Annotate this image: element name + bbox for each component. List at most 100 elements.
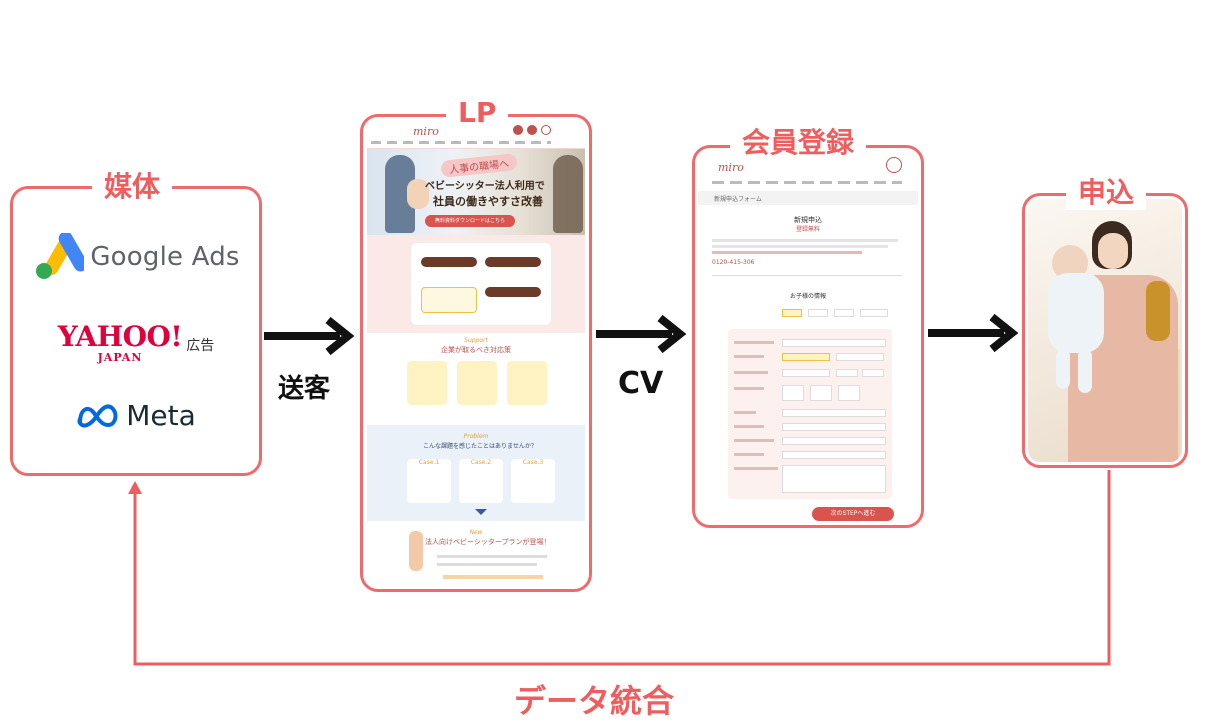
reg-form-panel bbox=[728, 329, 892, 499]
meta-text: Meta bbox=[126, 399, 196, 432]
lp-support-card bbox=[407, 361, 447, 405]
lp-support-card bbox=[457, 361, 497, 405]
application-card bbox=[1022, 193, 1188, 468]
lp-down-chevron-icon bbox=[475, 509, 487, 515]
meta-logo: Meta bbox=[13, 399, 259, 432]
lp-new-title: 法人向けベビーシッタープランが登場！ bbox=[425, 538, 551, 546]
reg-text-line bbox=[712, 251, 862, 254]
application-photo bbox=[1028, 199, 1182, 462]
reg-gender-option[interactable] bbox=[782, 353, 830, 361]
lp-new-section: New 法人向けベビーシッタープランが登場！ bbox=[367, 521, 585, 585]
reg-child-count-option[interactable] bbox=[808, 309, 828, 317]
reg-heading: 新規申込 bbox=[794, 216, 822, 224]
lp-new-text-line bbox=[437, 563, 537, 566]
yahoo-ads-logo: YAHOO! JAPAN 広告 bbox=[13, 320, 259, 365]
lp-campaign-chip bbox=[421, 257, 477, 267]
lp-icon-user[interactable] bbox=[513, 125, 523, 135]
reg-nav bbox=[712, 181, 902, 184]
reg-birth-select[interactable] bbox=[782, 369, 830, 377]
lp-cta-button[interactable]: 無料資料ダウンロードはこちら bbox=[425, 215, 515, 227]
send-label: 送客 bbox=[278, 374, 331, 404]
lp-campaign-box bbox=[411, 243, 551, 325]
reg-birth-select[interactable] bbox=[862, 369, 884, 377]
lp-campaign-chip bbox=[485, 287, 541, 297]
photo-baby-body bbox=[1048, 273, 1104, 353]
data-integration-label: データ統合 bbox=[514, 682, 675, 720]
reg-phone: 0120-415-306 bbox=[712, 259, 755, 266]
reg-name-input[interactable] bbox=[782, 339, 886, 347]
reg-text-input[interactable] bbox=[782, 437, 886, 445]
lp-problem-en: Problem bbox=[463, 433, 489, 440]
reg-text-line bbox=[712, 245, 888, 248]
send-arrow bbox=[264, 316, 355, 356]
lp-new-text-line bbox=[437, 555, 547, 558]
lp-icon-account[interactable] bbox=[541, 125, 551, 135]
lp-hero: 人事の職場へ ベビーシッター法人利用で 社員の働きやすさ改善 無料資料ダウンロー… bbox=[367, 149, 585, 235]
registration-title: 会員登録 bbox=[730, 126, 867, 160]
reg-grade-option[interactable] bbox=[838, 385, 860, 401]
reg-field-label bbox=[734, 411, 756, 414]
photo-baby-leg bbox=[1078, 349, 1092, 393]
reg-field-label bbox=[734, 341, 774, 344]
lp-case-label: Case.3 bbox=[522, 459, 544, 466]
google-ads-icon bbox=[36, 233, 85, 279]
reg-field-label bbox=[734, 371, 768, 374]
cv-arrow bbox=[596, 314, 687, 354]
lp-logo: miro bbox=[413, 125, 439, 138]
lp-screenshot: miro 人事の職場へ ベビーシッター法人利用で 社員の働きやすさ改善 無料資料… bbox=[367, 121, 585, 585]
reg-field-label bbox=[734, 467, 778, 470]
lp-case-card: Case.3 bbox=[511, 459, 555, 503]
lp-hero-line1: ベビーシッター法人利用で bbox=[425, 181, 545, 192]
lp-hero-person-2 bbox=[553, 155, 583, 233]
lp-case-label: Case.2 bbox=[470, 459, 492, 466]
reg-field-label bbox=[734, 355, 764, 358]
reg-child-count-option[interactable] bbox=[782, 309, 802, 317]
reg-field-label bbox=[734, 425, 764, 428]
reg-account-icon[interactable] bbox=[886, 157, 902, 173]
lp-new-illustration bbox=[409, 531, 423, 571]
registration-screenshot: miro 新規申込フォーム 新規申込 登録無料 0120-415-306 お子様… bbox=[698, 151, 918, 522]
reg-child-count-option[interactable] bbox=[834, 309, 854, 317]
lp-card: miro 人事の職場へ ベビーシッター法人利用で 社員の働きやすさ改善 無料資料… bbox=[360, 114, 592, 592]
registration-card: miro 新規申込フォーム 新規申込 登録無料 0120-415-306 お子様… bbox=[692, 145, 924, 528]
lp-icon-edit[interactable] bbox=[527, 125, 537, 135]
reg-child-count-option[interactable] bbox=[860, 309, 888, 317]
application-title: 申込 bbox=[1066, 176, 1147, 210]
lp-case-label: Case.1 bbox=[418, 459, 440, 466]
reg-text-line bbox=[712, 239, 898, 242]
lp-new-en: New bbox=[469, 529, 483, 536]
reg-logo: miro bbox=[718, 161, 744, 174]
reg-section-title: お子様の情報 bbox=[789, 293, 826, 300]
reg-field-label bbox=[734, 439, 774, 442]
google-ads-logo: Google Ads bbox=[13, 233, 259, 281]
lp-campaign-highlight bbox=[421, 287, 477, 313]
photo-mother-face bbox=[1098, 233, 1128, 269]
reg-breadcrumb: 新規申込フォーム bbox=[714, 196, 762, 203]
reg-text-input[interactable] bbox=[782, 423, 886, 431]
lp-problem-section: Problem こんな課題を感じたことはありませんか？ Case.1 Case.… bbox=[367, 425, 585, 521]
lp-campaign-chip bbox=[485, 257, 541, 267]
lp-title: LP bbox=[446, 96, 509, 130]
media-card: Google Ads YAHOO! JAPAN 広告 Meta bbox=[10, 186, 262, 476]
application-arrow bbox=[928, 313, 1019, 353]
lp-support-en: Support bbox=[464, 337, 488, 344]
lp-case-card: Case.2 bbox=[459, 459, 503, 503]
lp-new-text-line bbox=[443, 575, 543, 579]
reg-school-select[interactable] bbox=[782, 409, 886, 417]
reg-birth-select[interactable] bbox=[836, 369, 858, 377]
reg-grade-option[interactable] bbox=[782, 385, 804, 401]
lp-campaign-section bbox=[367, 235, 585, 333]
meta-infinity-icon bbox=[77, 403, 118, 427]
reg-text-input[interactable] bbox=[782, 451, 886, 459]
lp-support-card bbox=[507, 361, 547, 405]
reg-notes-textarea[interactable] bbox=[782, 465, 886, 493]
lp-hero-child bbox=[407, 179, 429, 209]
photo-baby-leg bbox=[1056, 349, 1070, 389]
reg-field-label bbox=[734, 453, 764, 456]
reg-grade-option[interactable] bbox=[810, 385, 832, 401]
reg-next-step-button[interactable]: 次のSTEPへ進む bbox=[812, 507, 894, 521]
photo-mother-sleeve bbox=[1146, 281, 1170, 341]
yahoo-japan-logo: YAHOO! JAPAN bbox=[57, 320, 183, 365]
reg-gender-option[interactable] bbox=[836, 353, 884, 361]
reg-divider bbox=[712, 275, 902, 276]
